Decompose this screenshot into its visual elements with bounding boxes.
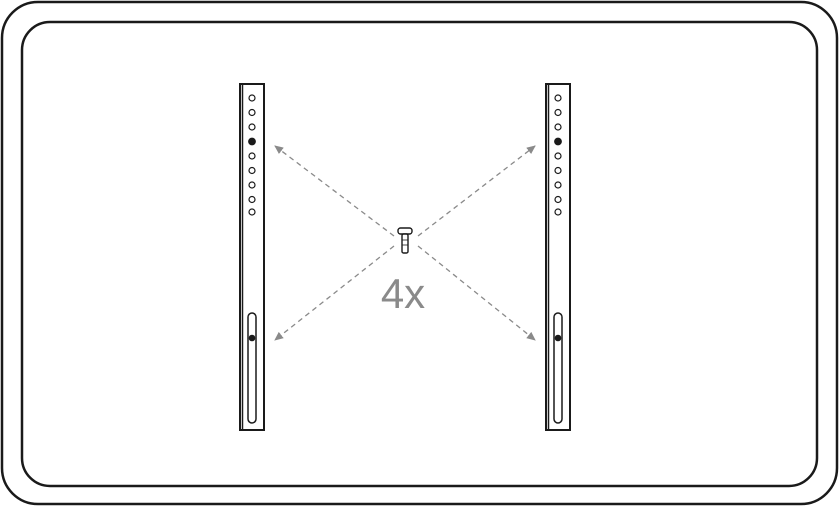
left-bracket-holes [248, 94, 256, 216]
mount-hole-icon [554, 94, 562, 102]
arrow-to-bottom-right-slot [417, 245, 536, 341]
arrow-to-bottom-left-slot [274, 245, 395, 341]
mount-hole-icon [248, 195, 256, 204]
screw-head [397, 227, 413, 235]
mount-hole-filled-icon [248, 137, 256, 146]
mount-hole-icon [248, 108, 256, 117]
mount-hole-filled-icon [554, 137, 562, 146]
arrow-to-top-left-hole [274, 145, 395, 237]
right-bracket-holes [554, 94, 562, 216]
screw-shank [401, 233, 409, 254]
screw-quantity-label: 4x [381, 270, 425, 317]
tv-back-outline [20, 20, 819, 488]
mount-hole-icon [554, 208, 562, 216]
screw-icon [397, 227, 413, 254]
slot-screw-point [248, 334, 256, 342]
right-bracket [545, 83, 571, 431]
adjustment-slot-icon [247, 312, 257, 424]
mount-hole-icon [248, 181, 256, 189]
mount-hole-icon [554, 123, 562, 131]
mount-hole-icon [248, 152, 256, 160]
mount-hole-icon [554, 166, 562, 175]
mount-hole-icon [248, 166, 256, 175]
screw-guide-arrows [274, 145, 536, 341]
mount-hole-icon [248, 94, 256, 102]
arrow-to-top-right-hole [417, 145, 536, 237]
mount-hole-icon [554, 152, 562, 160]
left-bracket [239, 83, 265, 431]
mount-hole-icon [248, 208, 256, 216]
slot-screw-point [554, 334, 562, 342]
mount-hole-icon [554, 108, 562, 117]
mount-hole-icon [248, 123, 256, 131]
mount-hole-icon [554, 195, 562, 204]
adjustment-slot-icon [553, 312, 563, 424]
mount-hole-icon [554, 181, 562, 189]
